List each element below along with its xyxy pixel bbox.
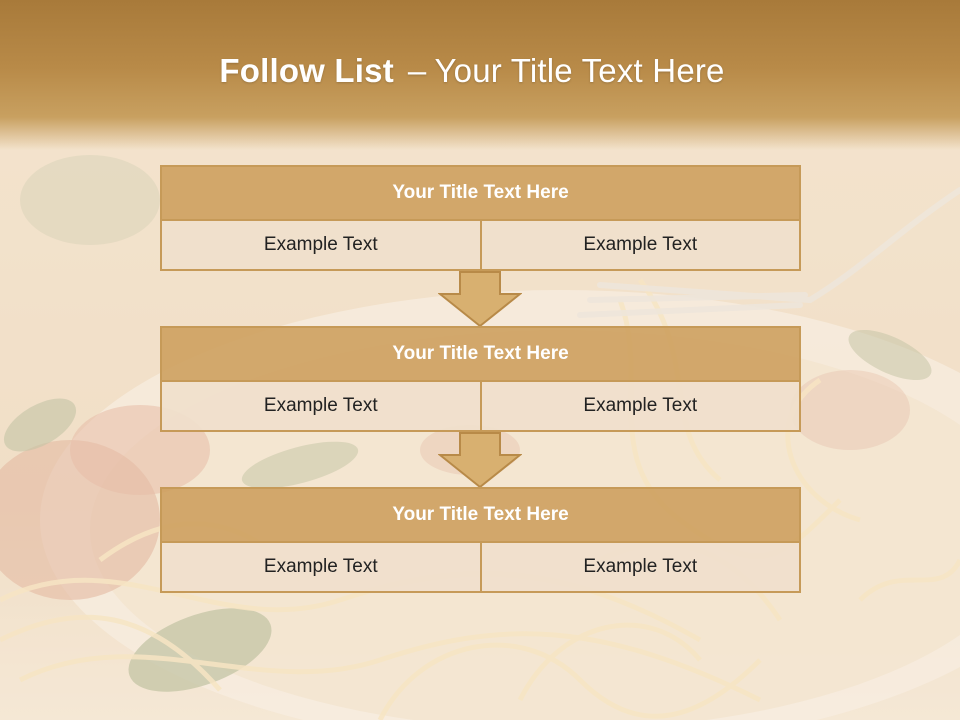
list-block-3: Your Title Text Here Example Text Exampl…	[160, 487, 801, 593]
block-row: Example Text Example Text	[160, 221, 801, 271]
header-band	[0, 0, 960, 150]
block-title: Your Title Text Here	[160, 326, 801, 382]
block-cell-left: Example Text	[160, 543, 482, 593]
block-title: Your Title Text Here	[160, 165, 801, 221]
slide-title-rest: Your Title Text Here	[434, 52, 725, 89]
block-cell-right: Example Text	[481, 382, 801, 432]
block-cell-right: Example Text	[481, 543, 801, 593]
block-cell-left: Example Text	[160, 382, 482, 432]
block-cell-right: Example Text	[481, 221, 801, 271]
down-arrow-icon	[438, 271, 522, 328]
slide-title: Follow List–Your Title Text Here	[0, 52, 944, 90]
block-row: Example Text Example Text	[160, 543, 801, 593]
block-cell-left: Example Text	[160, 221, 482, 271]
down-arrow-icon	[438, 432, 522, 489]
list-block-1: Your Title Text Here Example Text Exampl…	[160, 165, 801, 271]
block-title: Your Title Text Here	[160, 487, 801, 543]
slide-title-bold: Follow List	[219, 52, 394, 89]
block-row: Example Text Example Text	[160, 382, 801, 432]
list-block-2: Your Title Text Here Example Text Exampl…	[160, 326, 801, 432]
slide-title-separator: –	[407, 52, 427, 89]
